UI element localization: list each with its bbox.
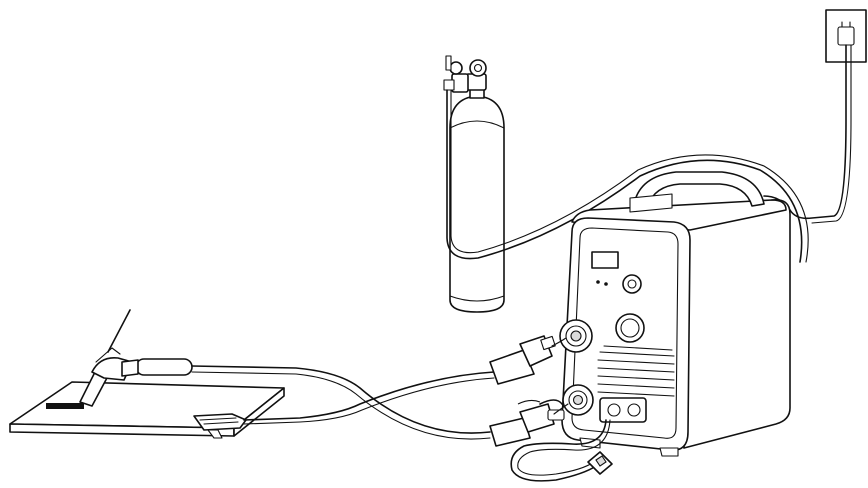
connector-icon	[490, 336, 555, 384]
torch-connector-icon	[490, 400, 564, 446]
welder-icon	[560, 172, 790, 456]
regulator-icon	[444, 56, 486, 92]
gas-cylinder-icon	[450, 88, 504, 312]
workpiece-icon	[10, 382, 284, 436]
control-cable-connector-icon	[588, 452, 612, 474]
power-cable	[764, 45, 846, 218]
